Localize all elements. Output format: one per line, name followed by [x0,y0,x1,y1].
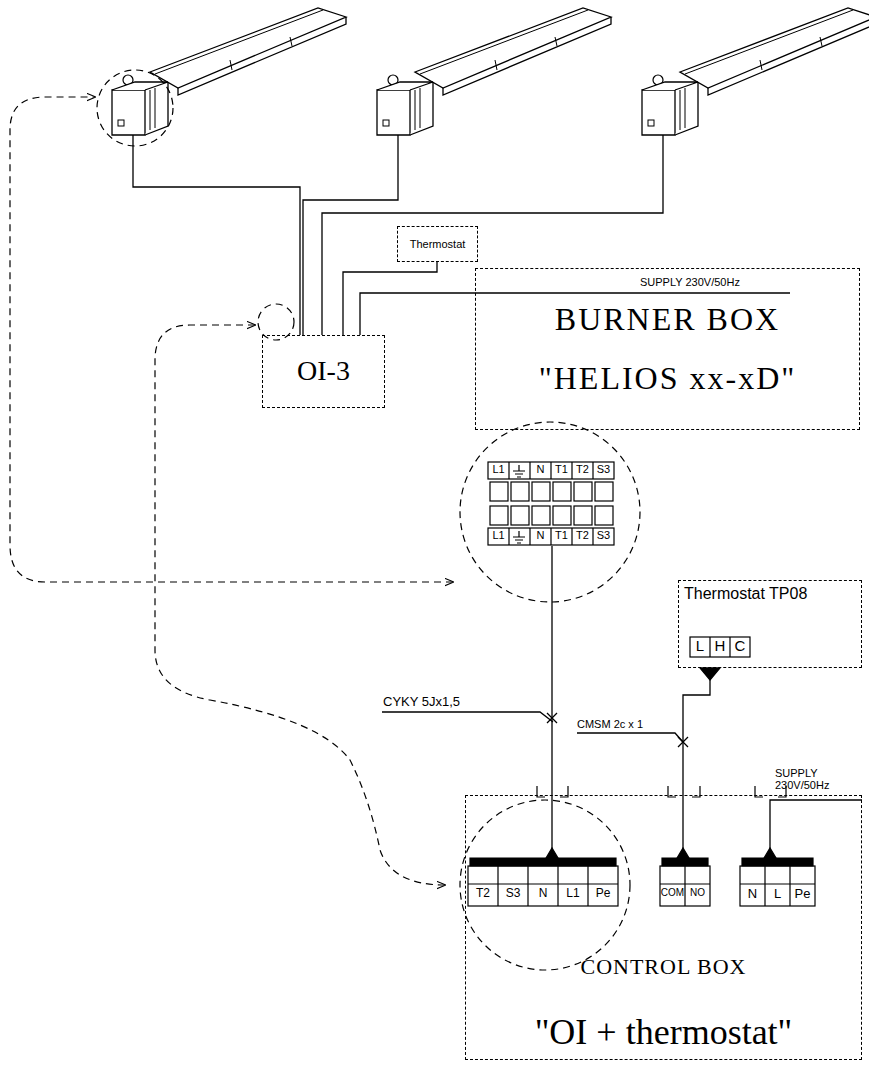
terminal-label: L [765,887,790,901]
node-text: "OI + thermostat" [535,1013,793,1053]
terminal-label: L [690,638,710,655]
terminal-label: N [530,463,551,475]
terminal-label: COM [660,887,685,898]
terminal-label: T2 [572,463,593,475]
terminal-label: T2 [572,529,593,541]
control-box: CONTROL BOX "OI + thermostat" [465,795,862,1060]
terminal-label: T1 [551,529,572,541]
terminal-label: S3 [498,887,528,900]
cable-label: CYKY 5Jx1,5 [383,695,460,709]
controller-box: OI-3 [262,335,385,408]
heater [642,8,869,135]
node-text: OI-3 [297,356,350,387]
node-text: BURNER BOX [555,302,780,337]
burner-box: BURNER BOX "HELIOS xx-xD" [475,268,860,430]
terminal-blocks [468,462,815,906]
terminal-label: NO [685,887,710,898]
cable-label: SUPPLY 230V/50Hz [775,767,855,791]
terminal-label: S3 [593,529,614,541]
terminal-label: C [730,638,750,655]
node-text: CONTROL BOX [580,955,746,979]
node-text: Thermostat [410,238,466,250]
node-text: "HELIOS xx-xD" [539,361,797,396]
thermostat-box: Thermostat [397,226,478,262]
terminal-label: T2 [468,887,498,900]
wires [133,135,862,856]
cable-label: CMSM 2c x 1 [577,718,643,730]
heater [377,8,611,135]
terminal-label: L1 [488,463,509,475]
detail-callouts [10,70,640,970]
heater [112,8,346,135]
terminal-label: N [528,887,558,900]
terminal-label: Pe [790,887,815,901]
terminal-label: T1 [551,463,572,475]
terminal-label: N [530,529,551,541]
wire-connector [683,668,710,795]
terminal-label: L1 [558,887,588,900]
terminal-label: L1 [488,529,509,541]
wire-connector [343,262,437,335]
terminal-label: N [740,887,765,901]
thermostat-box: Thermostat TP08 [678,580,862,668]
terminal-label: H [710,638,730,655]
terminal-label: Pe [588,887,618,900]
cable-label: SUPPLY 230V/50Hz [640,276,740,288]
node-text: Thermostat TP08 [684,585,807,603]
terminal-label: S3 [593,463,614,475]
